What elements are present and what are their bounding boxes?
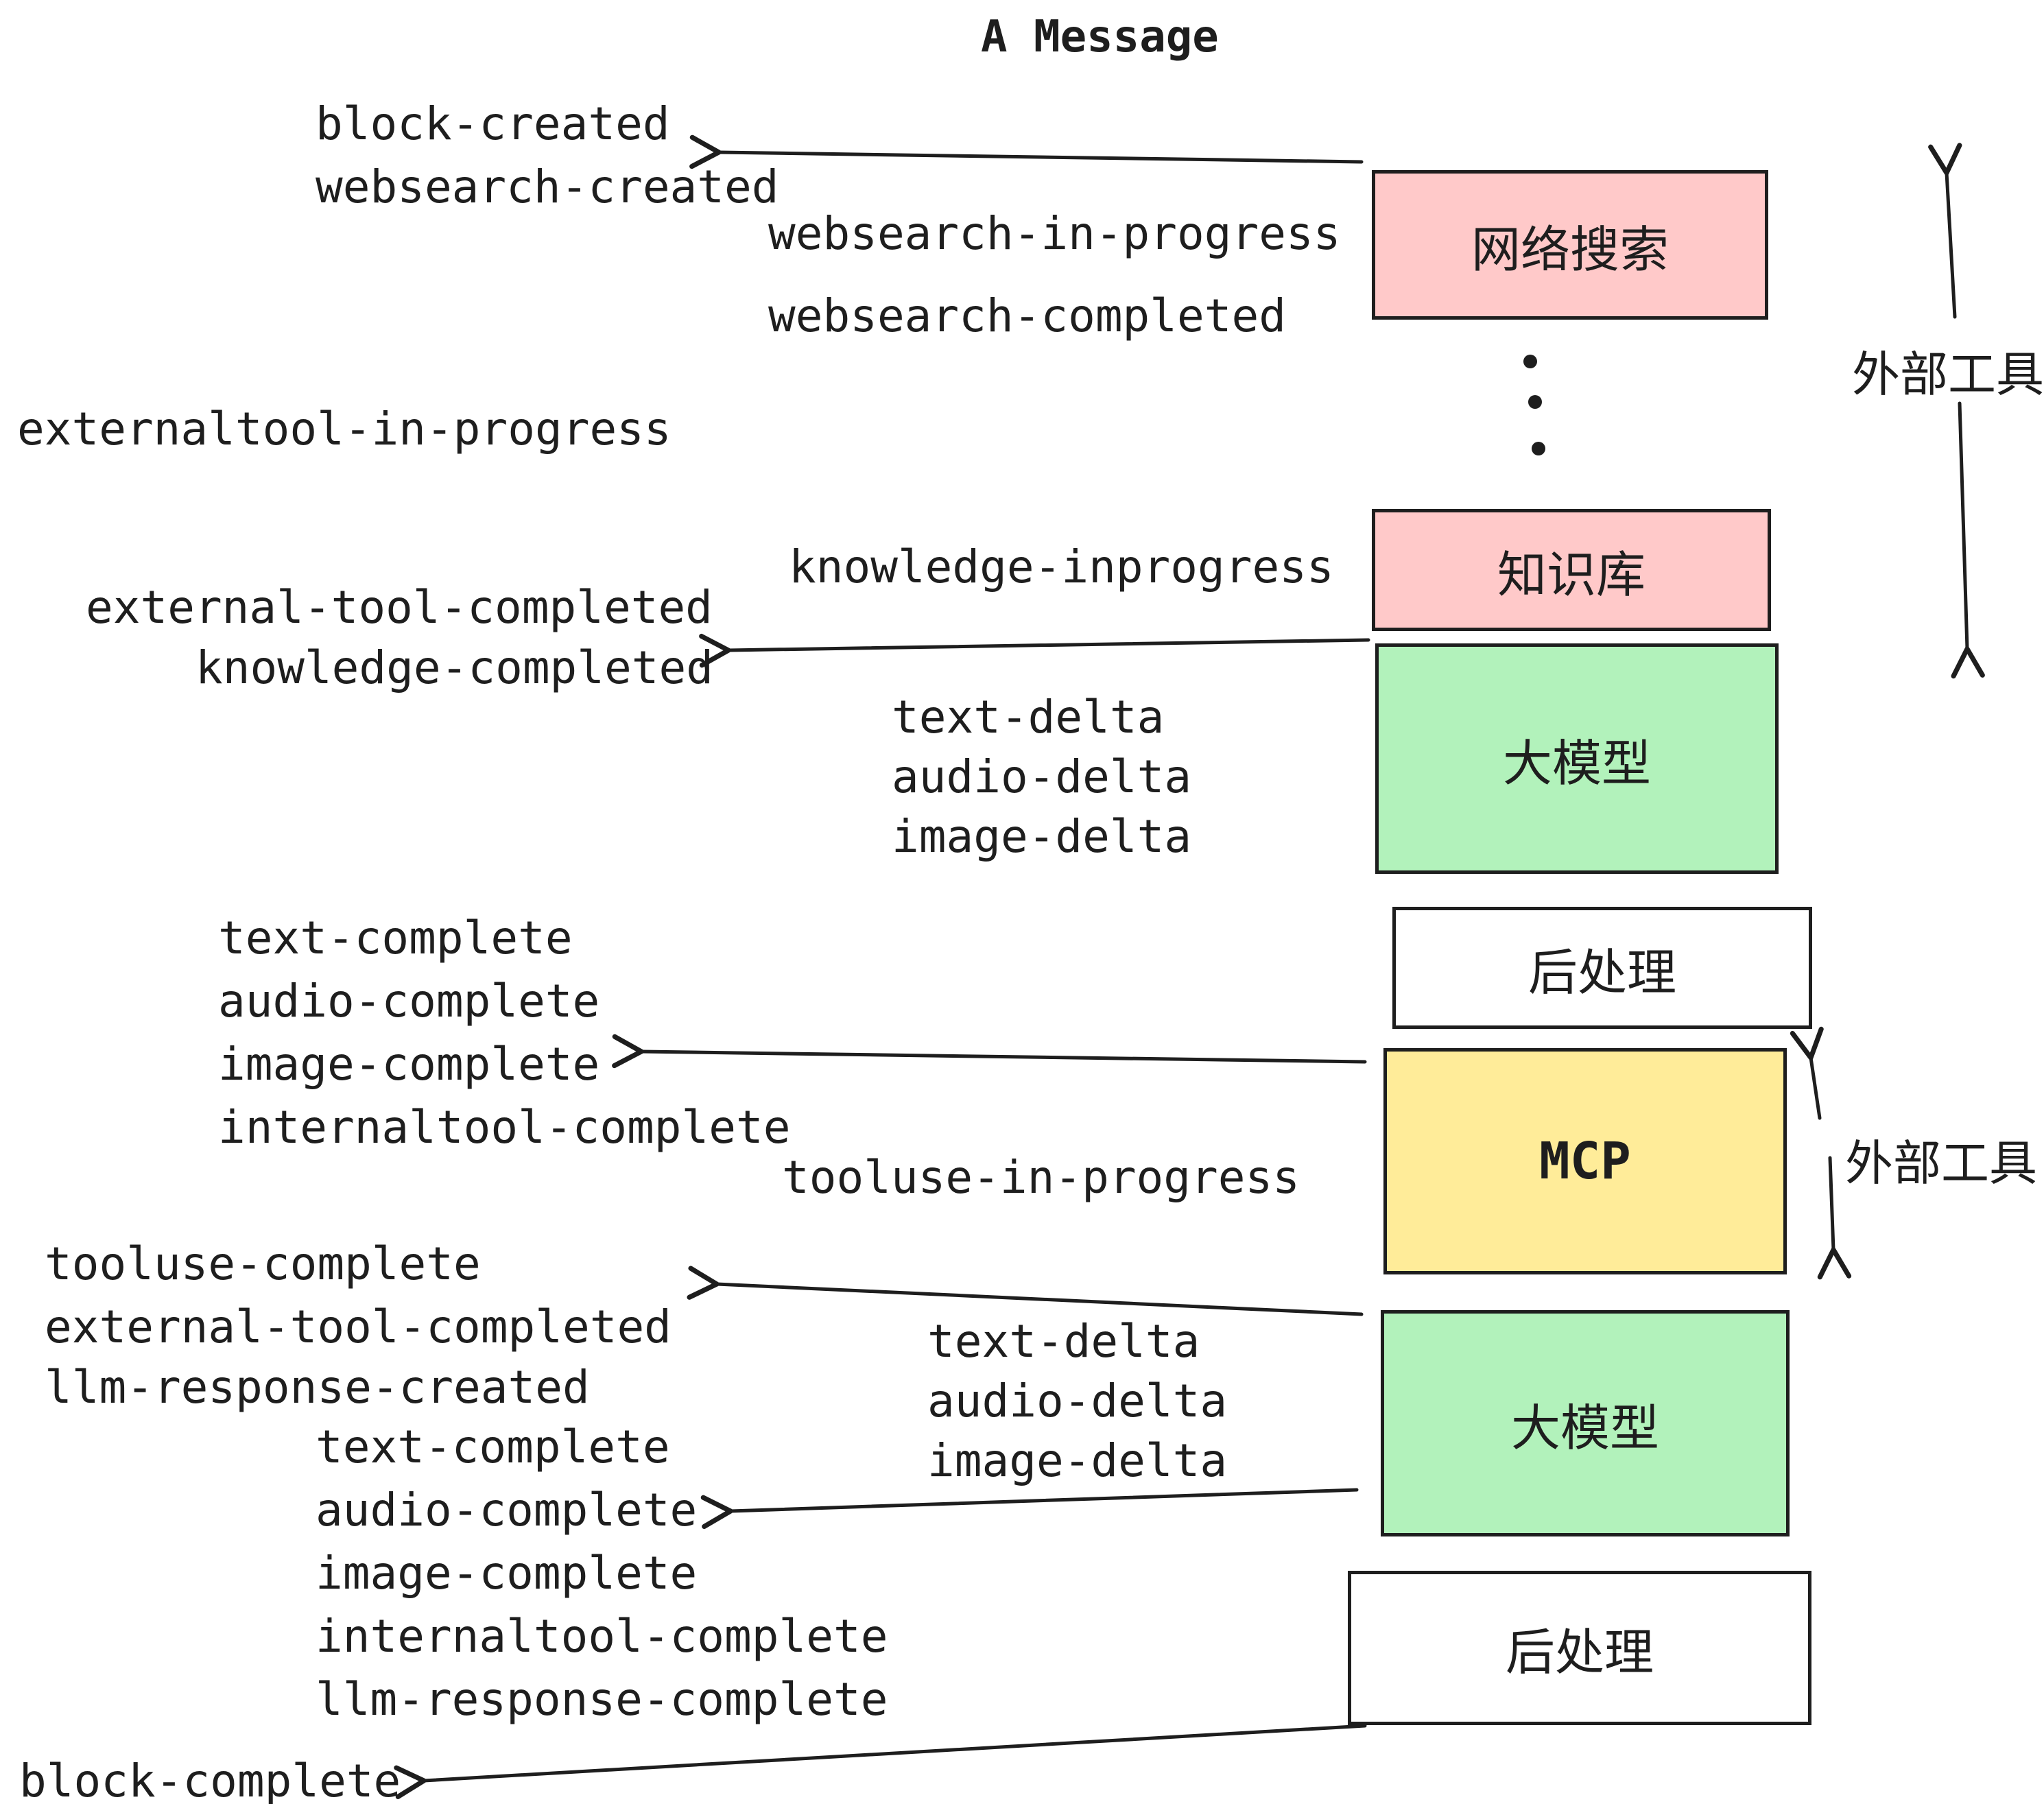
event-websearch-in-progress: websearch-in-progress xyxy=(768,207,1341,260)
event-knowledge-inprogress: knowledge-inprogress xyxy=(789,541,1334,593)
arrow-to-block-complete xyxy=(394,1724,1367,1799)
external-tools-label-bottom: 外部工具 xyxy=(1845,1137,2037,1190)
external-tools-down-arrow xyxy=(1951,401,1985,679)
event-internaltool-complete-2: internaltool-complete xyxy=(316,1610,888,1663)
node-websearch: 网络搜索 xyxy=(1372,170,1768,320)
event-block-created: block-created xyxy=(316,97,670,150)
event-websearch-completed: websearch-completed xyxy=(768,289,1286,342)
event-delta-group-1: text-delta audio-delta image-delta xyxy=(892,687,1191,866)
node-llm-2: 大模型 xyxy=(1381,1310,1790,1536)
event-image-delta: image-delta xyxy=(892,810,1192,863)
event-internaltool-complete: internaltool-complete xyxy=(218,1101,791,1154)
node-mcp-label: MCP xyxy=(1539,1132,1631,1191)
event-text-delta-2: text-delta xyxy=(927,1315,1200,1368)
node-websearch-label: 网络搜索 xyxy=(1471,222,1669,278)
node-postprocess-1-label: 后处理 xyxy=(1528,945,1676,1001)
diagram-title: A Message xyxy=(981,12,1219,62)
node-knowledge-base: 知识库 xyxy=(1372,509,1771,631)
event-websearch-created: websearch-created xyxy=(316,161,779,213)
node-postprocess-2: 后处理 xyxy=(1348,1571,1811,1725)
event-audio-delta: audio-delta xyxy=(892,750,1192,803)
event-audio-complete-2: audio-complete xyxy=(316,1484,698,1536)
event-image-complete: image-complete xyxy=(218,1038,600,1091)
external-tools-up-arrow-2 xyxy=(1790,1026,1824,1120)
event-audio-complete: audio-complete xyxy=(218,975,600,1028)
event-complete-group-2: text-complete audio-complete image-compl… xyxy=(316,1416,888,1731)
external-tools-up-arrow xyxy=(1928,143,1962,319)
arrow-to-block-created xyxy=(689,134,1364,169)
event-image-complete-2: image-complete xyxy=(316,1547,698,1600)
event-tooluse-complete: tooluse-complete xyxy=(45,1237,481,1290)
event-complete-group-1: text-complete audio-complete image-compl… xyxy=(218,907,790,1159)
event-text-complete-2: text-complete xyxy=(316,1421,670,1473)
event-llm-response-complete: llm-response-complete xyxy=(316,1673,888,1726)
node-postprocess-2-label: 后处理 xyxy=(1505,1626,1654,1681)
event-audio-delta-2: audio-delta xyxy=(927,1375,1228,1427)
event-delta-group-2: text-delta audio-delta image-delta xyxy=(927,1312,1227,1491)
event-block-complete: block-complete xyxy=(19,1755,401,1804)
node-mcp: MCP xyxy=(1383,1048,1787,1274)
event-text-delta: text-delta xyxy=(892,691,1165,744)
node-llm-2-label: 大模型 xyxy=(1510,1401,1659,1456)
event-externaltool-in-progress: externaltool-in-progress xyxy=(17,403,672,455)
event-text-complete: text-complete xyxy=(218,912,573,964)
node-knowledge-base-label: 知识库 xyxy=(1497,547,1645,603)
node-postprocess-1: 后处理 xyxy=(1392,907,1812,1029)
arrow-to-knowledge-completed xyxy=(699,633,1370,668)
external-tools-down-arrow-2 xyxy=(1817,1156,1852,1280)
event-external-tool-completed-2: external-tool-completed xyxy=(45,1301,672,1353)
node-llm-1: 大模型 xyxy=(1375,643,1779,874)
node-llm-1-label: 大模型 xyxy=(1502,736,1651,792)
arrow-to-tooluse-complete xyxy=(687,1266,1364,1316)
event-llm-response-created: llm-response-created xyxy=(45,1361,590,1414)
event-knowledge-completed: knowledge-completed xyxy=(195,641,713,694)
event-external-tool-completed: external-tool-completed xyxy=(86,581,713,634)
ellipsis-dots xyxy=(1523,355,1545,455)
event-image-delta-2: image-delta xyxy=(927,1434,1228,1487)
event-tooluse-in-progress: tooluse-in-progress xyxy=(782,1151,1300,1204)
external-tools-label-top: 外部工具 xyxy=(1852,348,2044,401)
